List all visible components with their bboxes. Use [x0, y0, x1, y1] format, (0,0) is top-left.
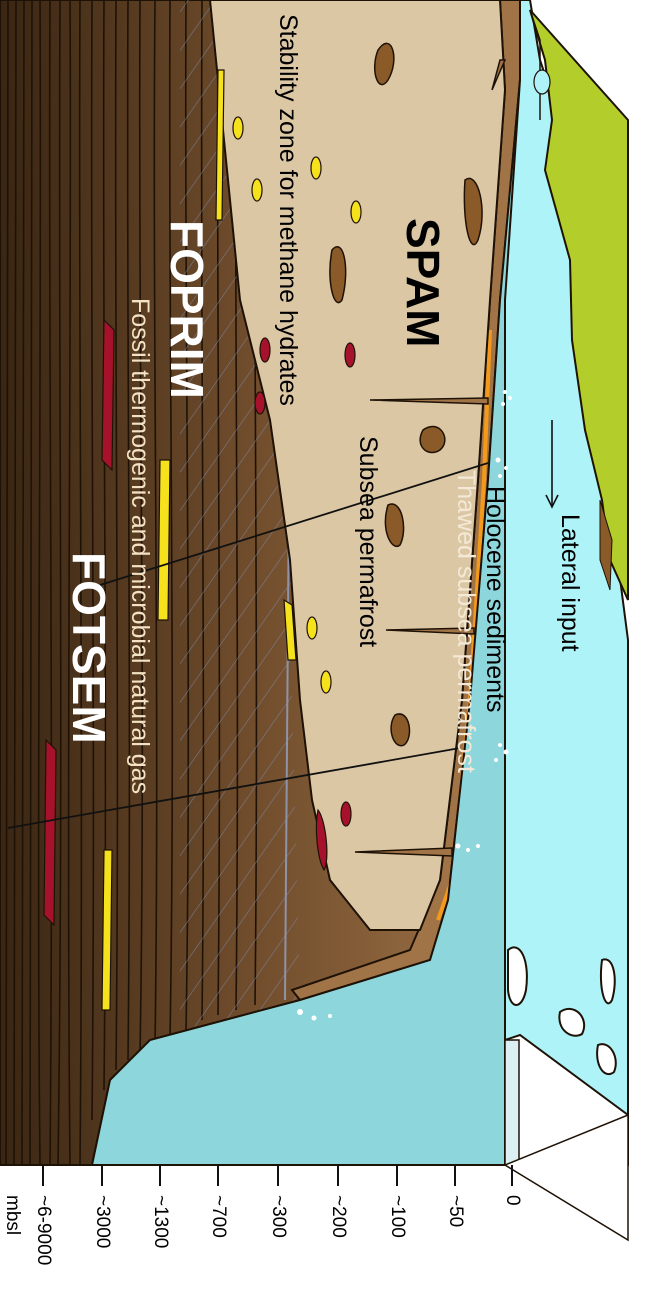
holocene-sediments-label: Holocene sediments	[482, 486, 507, 713]
tick-label-50: ~50	[446, 1195, 465, 1227]
depth-axis-ticks	[43, 1165, 512, 1186]
tick-label-300: ~300	[269, 1195, 288, 1238]
stability-zone-label: Stability zone for methane hydrates	[275, 14, 300, 406]
thawed-permafrost-label: Thawed subsea permafrost	[453, 470, 478, 773]
spam-label: SPAM	[400, 218, 446, 348]
tick-label-700: ~700	[209, 1195, 228, 1238]
foprim-label: FOPRIM	[164, 220, 210, 399]
tick-label-1300: ~1300	[151, 1195, 170, 1248]
subsea-permafrost-label: Subsea permafrost	[355, 436, 380, 647]
tick-label-6-9000: ~6-9000	[34, 1195, 53, 1265]
fotsem-label: FOTSEM	[66, 552, 112, 744]
tick-label-200: ~200	[329, 1195, 348, 1238]
tick-label-100: ~100	[388, 1195, 407, 1238]
tick-label-0: 0	[503, 1195, 522, 1206]
lateral-input-label: Lateral input	[557, 514, 582, 652]
tick-label-3000: ~3000	[93, 1195, 112, 1248]
fossil-gas-label: Fossil thermogenic and microbial natural…	[127, 298, 152, 794]
depth-unit-label: mbsl	[3, 1195, 22, 1235]
